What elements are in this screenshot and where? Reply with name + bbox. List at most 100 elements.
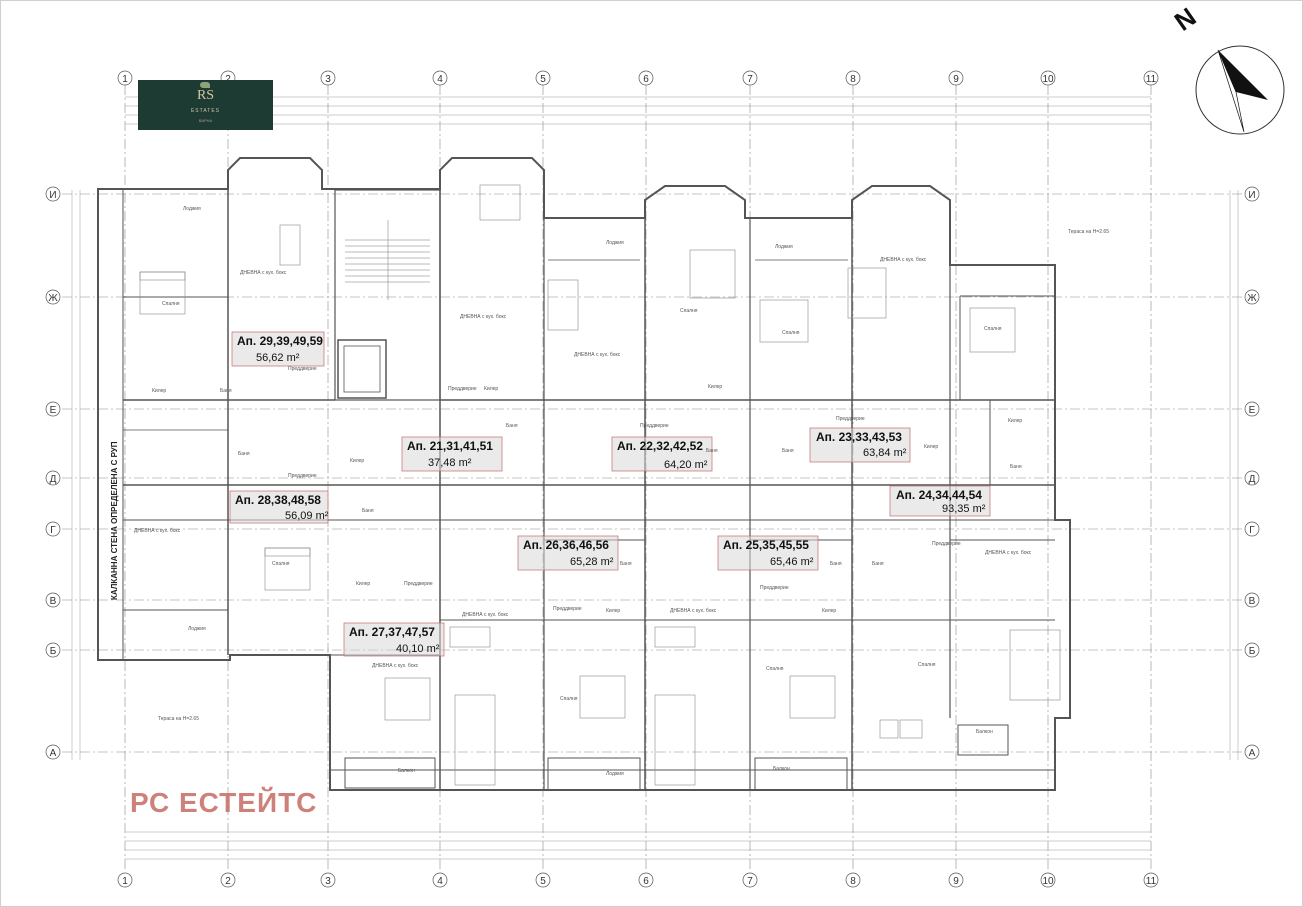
axis-label: 11 bbox=[1146, 876, 1157, 887]
room-label: Преддверие bbox=[404, 581, 433, 587]
room-label: Баня bbox=[620, 561, 632, 567]
terrace-label: Тераса на Н=2.65 bbox=[158, 716, 199, 722]
apartment-name: Ап. 26,36,46,56 bbox=[523, 538, 609, 552]
axis-label: 3 bbox=[325, 876, 331, 887]
staircase bbox=[345, 220, 430, 300]
room-label: Балкон bbox=[976, 729, 993, 735]
room-label: Баня bbox=[220, 388, 232, 394]
axis-label: Г bbox=[50, 525, 56, 536]
axis-label: 7 bbox=[747, 876, 753, 887]
compass-icon bbox=[1195, 45, 1285, 135]
room-label: Спалня bbox=[680, 308, 698, 314]
leaf-icon bbox=[200, 82, 210, 88]
room-label: Спалня bbox=[162, 301, 180, 307]
column-axes-top: 1 2 3 4 5 6 7 8 9 10 11 bbox=[117, 70, 1159, 86]
room-label: Баня bbox=[506, 423, 518, 429]
party-wall-label: КАЛКАННА СТЕНА ОПРЕДЕЛЕНА С РУП bbox=[105, 300, 123, 620]
room-label: ДНЕВНА с кух. бокс bbox=[462, 612, 509, 618]
room-label: Преддверие bbox=[836, 416, 865, 422]
room-label: Баня bbox=[238, 451, 250, 457]
apartment-area: 63,84 m² bbox=[863, 447, 907, 459]
room-label: Преддверие bbox=[932, 541, 961, 547]
axis-label: И bbox=[1248, 190, 1255, 201]
room-label: Килер bbox=[152, 388, 166, 394]
room-label: Килер bbox=[356, 581, 370, 587]
room-label: ДНЕВНА с кух. бокс bbox=[880, 257, 927, 263]
axis-label: 9 bbox=[953, 74, 959, 85]
room-label: Спалня bbox=[984, 326, 1002, 332]
room-label: ДНЕВНА с кух. бокс bbox=[670, 608, 717, 614]
axis-label: А bbox=[50, 748, 57, 759]
apartment-area: 65,28 m² bbox=[570, 556, 614, 568]
axis-label: 8 bbox=[850, 876, 856, 887]
room-label: Спалня bbox=[918, 662, 936, 668]
apartment-name: Ап. 28,38,48,58 bbox=[235, 493, 321, 507]
room-label: ДНЕВНА с кух. бокс bbox=[240, 270, 287, 276]
room-label: Лоджия bbox=[775, 244, 793, 250]
apartment-name: Ап. 24,34,44,54 bbox=[896, 488, 982, 502]
room-label: Спалня bbox=[272, 561, 290, 567]
axis-label: Б bbox=[50, 646, 57, 657]
column-axes-bottom: 1 2 3 4 5 6 7 8 9 10 11 bbox=[117, 872, 1159, 888]
apartment-area: 64,20 m² bbox=[664, 459, 708, 471]
row-axes-right: И Ж Е Д Г В Б А bbox=[1244, 186, 1260, 760]
axis-label: В bbox=[50, 596, 57, 607]
apartment-name: Ап. 22,32,42,52 bbox=[617, 439, 703, 453]
grid-lines bbox=[62, 85, 1245, 872]
axis-label: Ж bbox=[1247, 293, 1257, 304]
apartment-area: 40,10 m² bbox=[396, 643, 440, 655]
furniture bbox=[139, 184, 1061, 786]
apartment-area: 56,62 m² bbox=[256, 352, 300, 364]
room-label: Спалня bbox=[782, 330, 800, 336]
room-label: Преддверие bbox=[288, 366, 317, 372]
axis-label: 11 bbox=[1146, 74, 1157, 85]
room-label: Килер bbox=[708, 384, 722, 390]
room-label: Балкон bbox=[773, 766, 790, 772]
apartment-area: 65,46 m² bbox=[770, 556, 814, 568]
room-label: Баня bbox=[1010, 464, 1022, 470]
axis-label: 5 bbox=[540, 74, 546, 85]
axis-label: Б bbox=[1249, 646, 1256, 657]
logo-monogram: RS bbox=[196, 88, 215, 103]
axis-label: 2 bbox=[225, 74, 231, 85]
room-label: Баня bbox=[872, 561, 884, 567]
logo-line2: ВАРНА bbox=[198, 118, 213, 123]
row-axes-left: И Ж Е Д Г В Б А bbox=[45, 186, 61, 760]
room-label: ДНЕВНА с кух. бокс bbox=[460, 314, 507, 320]
apartment-labels: Ап. 29,39,49,59 56,62 m² Ап. 21,31,41,51… bbox=[235, 334, 986, 655]
axis-label: 1 bbox=[122, 74, 128, 85]
room-label: Лоджия bbox=[606, 771, 624, 777]
room-label: Баня bbox=[362, 508, 374, 514]
terrace-label: Тераса на Н=2.65 bbox=[1068, 229, 1109, 235]
dimension-lines bbox=[71, 96, 1239, 860]
axis-label: Д bbox=[50, 474, 57, 485]
axis-label: 6 bbox=[643, 74, 649, 85]
room-label: Килер bbox=[1008, 418, 1022, 424]
room-label: ДНЕВНА с кух. бокс bbox=[985, 550, 1032, 556]
apartment-highlights bbox=[229, 331, 991, 657]
apartment-name: Ап. 27,37,47,57 bbox=[349, 625, 435, 639]
room-label: Преддверие bbox=[760, 585, 789, 591]
apartment-name: Ап. 21,31,41,51 bbox=[407, 439, 493, 453]
apartment-area: 56,09 m² bbox=[285, 510, 329, 522]
axis-label: 10 bbox=[1042, 876, 1054, 887]
room-label: Килер bbox=[484, 386, 498, 392]
axis-label: 6 bbox=[643, 876, 649, 887]
room-label: Баня bbox=[782, 448, 794, 454]
axis-label: А bbox=[1249, 748, 1256, 759]
axis-label: Д bbox=[1249, 474, 1256, 485]
balconies bbox=[344, 724, 1009, 791]
room-label: Килер bbox=[822, 608, 836, 614]
axis-label: Е bbox=[50, 405, 57, 416]
room-label: Лоджия bbox=[188, 626, 206, 632]
axis-label: 5 bbox=[540, 876, 546, 887]
room-label: Лоджия bbox=[183, 206, 201, 212]
room-label: Балкон bbox=[398, 768, 415, 774]
axis-label: 8 bbox=[850, 74, 856, 85]
apartment-area: 37,48 m² bbox=[428, 457, 472, 469]
room-label: Преддверие bbox=[448, 386, 477, 392]
building-walls bbox=[97, 157, 1071, 791]
room-label: Килер bbox=[350, 458, 364, 464]
apartment-name: Ап. 29,39,49,59 bbox=[237, 334, 323, 348]
axis-label: 3 bbox=[325, 74, 331, 85]
